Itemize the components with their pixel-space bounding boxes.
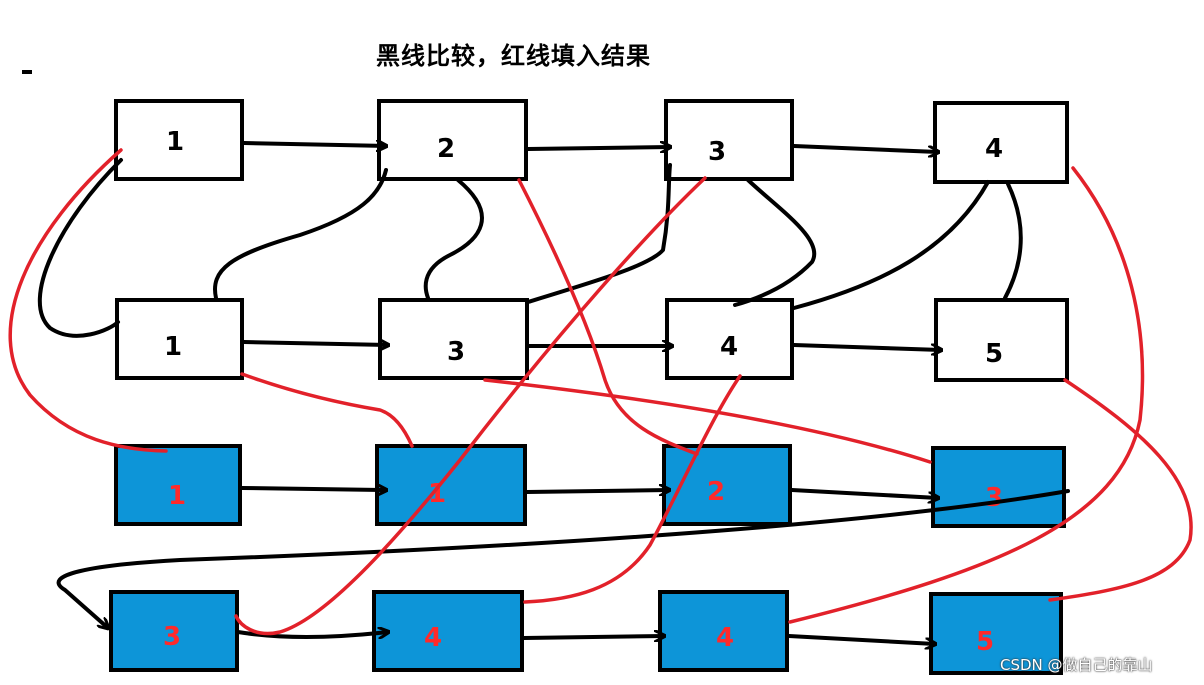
arrow-list1-3-4 [792, 144, 938, 152]
result-node-6 [372, 590, 524, 672]
comparison-lines [38, 158, 1023, 338]
result-node-4 [931, 446, 1066, 528]
result-line-l1n4 [788, 166, 1145, 624]
arrow-result-1-2 [240, 488, 386, 490]
result-node-2-label: 1 [428, 479, 446, 509]
result-line-l2n2 [483, 378, 932, 464]
compare-line-l2n1-l1n2 [213, 168, 388, 300]
arrow-list2-3-4 [792, 343, 941, 350]
compare-line-l2n2-l1n3 [526, 163, 672, 304]
list2-node-4-label: 5 [985, 339, 1003, 369]
result-line-l1n3 [234, 176, 707, 636]
list1-node-1-label: 1 [166, 127, 184, 157]
arrow-result-3-4 [790, 488, 938, 498]
result-line-l2n3 [523, 374, 742, 604]
result-node-7-label: 4 [716, 623, 734, 653]
result-line-l1n1 [8, 148, 168, 453]
diagram-title: 黑线比较，红线填入结果 [376, 42, 651, 70]
result-lines [8, 148, 1193, 636]
arrow-list1-2-3 [526, 147, 670, 149]
result-node-3 [662, 444, 792, 526]
result-node-4-label: 3 [985, 483, 1003, 513]
result-row-2: 3 4 4 5 [109, 590, 1063, 675]
result-node-6-label: 4 [424, 623, 442, 653]
list1-node-4-label: 4 [985, 134, 1003, 164]
compare-line-l1n3-l2n3 [733, 178, 817, 307]
list1-node-2-label: 2 [437, 134, 455, 164]
result-node-3-label: 2 [707, 477, 725, 507]
csdn-watermark: CSDN @做自己的靠山 [1000, 656, 1153, 674]
result-line-l1n2 [517, 178, 699, 456]
list1-node-3-label: 3 [708, 137, 726, 167]
result-line-l2n4 [1048, 378, 1193, 602]
result-node-5 [109, 590, 239, 672]
list2-node-2-label: 3 [447, 337, 465, 367]
result-node-1-label: 1 [168, 481, 186, 511]
list2-node-1-label: 1 [164, 332, 182, 362]
list2-node-4 [934, 298, 1069, 382]
list2-node-1 [115, 298, 244, 380]
compare-line-l1n1-l2n1 [38, 158, 123, 338]
arrow-result-6-7 [522, 636, 664, 638]
stray-mark [22, 70, 32, 74]
list1-node-3 [664, 99, 794, 181]
arrow-result-2-3 [525, 490, 669, 492]
compare-line-l1n4-l2n4 [1003, 182, 1023, 300]
compare-line-l1n2-l2n2 [423, 178, 484, 300]
result-line-l2n1 [240, 372, 414, 448]
next-pointer-arrows [56, 143, 1070, 644]
arrow-result-5-6 [236, 632, 388, 637]
arrow-list1-1-2 [242, 143, 386, 146]
list2-node-3-label: 4 [720, 332, 738, 362]
arrow-result-7-8 [787, 634, 935, 644]
result-node-2 [375, 444, 527, 526]
result-node-8-label: 5 [976, 627, 994, 657]
list1-node-1 [114, 99, 244, 181]
arrow-list2-1-2 [242, 342, 388, 345]
list1-node-4 [933, 101, 1069, 184]
list2-node-3 [665, 298, 794, 380]
result-node-1 [114, 444, 242, 526]
result-node-5-label: 3 [163, 622, 181, 652]
result-row-1: 1 1 2 3 [114, 444, 1066, 528]
arrow-result-4-5-wrap [56, 489, 1070, 628]
list2-row: 1 3 4 5 [115, 298, 1069, 382]
compare-line-l2n3-l1n4 [792, 180, 990, 310]
result-node-8 [929, 592, 1063, 675]
